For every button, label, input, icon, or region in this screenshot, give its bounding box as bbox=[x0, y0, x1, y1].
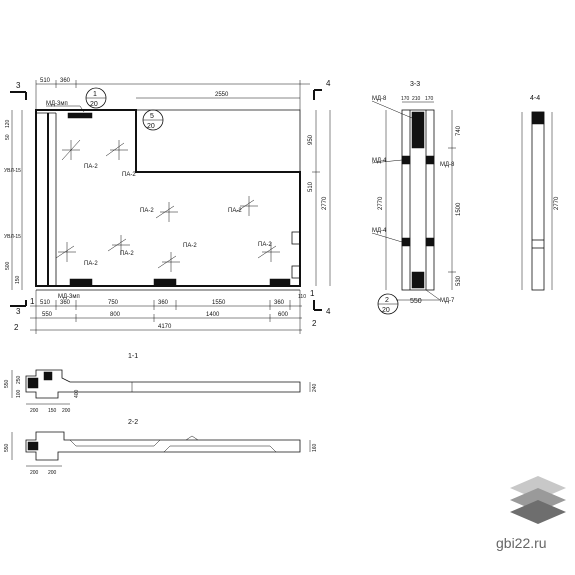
svg-text:1: 1 bbox=[93, 91, 97, 98]
dim: 530 bbox=[456, 275, 462, 286]
dim: 550 bbox=[42, 312, 53, 318]
dim: 400 bbox=[74, 389, 80, 398]
dim: 210 bbox=[412, 96, 421, 102]
watermark-text: gbi22.ru bbox=[496, 535, 547, 551]
svg-text:4: 4 bbox=[326, 307, 331, 316]
opening-label: ПА-2 bbox=[84, 261, 98, 267]
dim: 250 bbox=[16, 375, 22, 384]
opening-label: ПА-2 bbox=[84, 164, 98, 170]
svg-text:4: 4 bbox=[326, 79, 331, 88]
svg-text:5: 5 bbox=[150, 113, 154, 120]
side-label: УВЛ-15 bbox=[4, 234, 21, 240]
opening-label: ПА-2 bbox=[140, 208, 154, 214]
bubble-5-20: 5 20 bbox=[142, 109, 164, 131]
opening-label: ПА-2 bbox=[183, 243, 197, 249]
dim: 2770 bbox=[322, 196, 328, 210]
detail-label: МД-8 bbox=[372, 96, 387, 102]
dim-total: 4170 bbox=[158, 324, 172, 330]
bubble-1-20: 1 20 bbox=[85, 87, 107, 109]
opening-label: ПА-2 bbox=[228, 208, 242, 214]
dim: 100 bbox=[16, 389, 22, 398]
dim: 550 bbox=[410, 298, 422, 305]
opening-label: ПА-2 bbox=[258, 242, 272, 248]
dim: 150 bbox=[15, 275, 21, 284]
svg-text:20: 20 bbox=[382, 307, 390, 314]
detail-label: МД-4 bbox=[372, 228, 387, 234]
dim: 510 bbox=[40, 300, 51, 306]
detail-callout: МД-3мп bbox=[58, 294, 80, 300]
bubble-2-20: 2 20 bbox=[377, 293, 399, 315]
dim: 1550 bbox=[212, 300, 226, 306]
opening-label: ПА-2 bbox=[122, 172, 136, 178]
dim: 750 bbox=[108, 300, 119, 306]
dim: 600 bbox=[278, 312, 289, 318]
dim: 1400 bbox=[206, 312, 220, 318]
detail-label: МД-8 bbox=[440, 162, 455, 168]
dim: 510 bbox=[308, 181, 314, 192]
section-title: 1-1 bbox=[128, 353, 138, 360]
svg-text:2: 2 bbox=[385, 297, 389, 304]
svg-text:1: 1 bbox=[30, 297, 35, 306]
detail-label: МД-4 bbox=[372, 158, 387, 164]
dim: 200 bbox=[62, 408, 71, 414]
dim: 950 bbox=[308, 134, 314, 145]
dim: 170 bbox=[401, 96, 410, 102]
dim: 200 bbox=[30, 408, 39, 414]
side-label: УВЛ-15 bbox=[4, 168, 21, 174]
dim: 1500 bbox=[456, 202, 462, 216]
dim: 150 bbox=[48, 408, 57, 414]
svg-text:3: 3 bbox=[16, 81, 21, 90]
svg-text:20: 20 bbox=[90, 101, 98, 108]
dim: 2550 bbox=[215, 92, 229, 98]
dim: 170 bbox=[425, 96, 434, 102]
dim: 550 bbox=[4, 443, 10, 452]
dim: 360 bbox=[60, 78, 71, 84]
section-title: 3-3 bbox=[410, 81, 420, 88]
dim: 360 bbox=[158, 300, 169, 306]
section-3-3: 3-3 170 210 170 МД-8 МД-4 МД-4 МД-8 МД-7… bbox=[371, 81, 462, 315]
svg-text:3: 3 bbox=[16, 307, 21, 316]
dim: 740 bbox=[456, 125, 462, 136]
section-title: 4-4 bbox=[530, 95, 540, 102]
dim: 200 bbox=[30, 470, 39, 476]
dim: 500 bbox=[5, 261, 11, 270]
detail-callout: МД-3мп bbox=[46, 101, 68, 107]
opening-label: ПА-2 bbox=[120, 251, 134, 257]
dim: 2770 bbox=[554, 196, 560, 210]
svg-text:20: 20 bbox=[147, 123, 155, 130]
section-1-1: 1-1 550 200 150 100 250 200 400 240 bbox=[4, 353, 318, 414]
dim: 2770 bbox=[378, 196, 384, 210]
section-4-4: 4-4 2770 bbox=[521, 95, 560, 291]
dim: 550 bbox=[4, 379, 10, 388]
dim: 360 bbox=[274, 300, 285, 306]
dim: 200 bbox=[48, 470, 57, 476]
dim: 50 bbox=[5, 134, 11, 140]
svg-text:2: 2 bbox=[312, 319, 317, 328]
section-marks: 3 3 4 4 1 1 2 2 bbox=[10, 79, 331, 332]
dim: 110 bbox=[298, 294, 306, 300]
dim: 240 bbox=[312, 383, 318, 392]
dim: 800 bbox=[110, 312, 121, 318]
detail-label: МД-7 bbox=[440, 298, 455, 304]
section-title: 2-2 bbox=[128, 419, 138, 426]
dim: 360 bbox=[60, 300, 71, 306]
dim: 120 bbox=[5, 119, 11, 128]
watermark-logo bbox=[510, 476, 566, 524]
svg-text:1: 1 bbox=[310, 289, 315, 298]
dim: 510 bbox=[40, 78, 51, 84]
svg-text:2: 2 bbox=[14, 323, 19, 332]
plan-view: ПА-2 ПА-2 ПА-2 ПА-2 ПА-2 ПА-2 ПА-2 ПА-2 … bbox=[4, 78, 331, 334]
dim: 160 bbox=[312, 443, 318, 452]
section-2-2: 2-2 550 200 200 160 bbox=[4, 419, 318, 476]
